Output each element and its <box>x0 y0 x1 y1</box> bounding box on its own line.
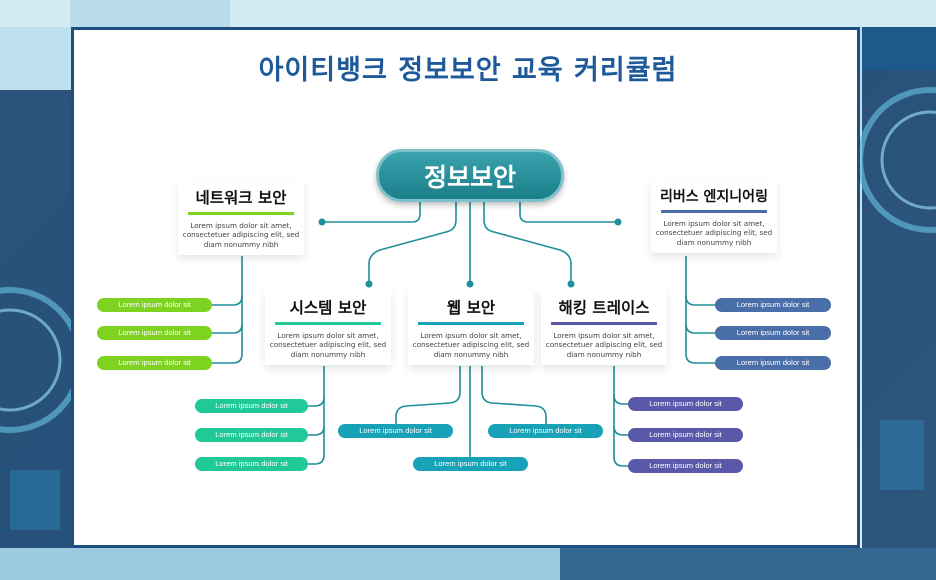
card-underline <box>275 322 381 325</box>
pill-reverse-3: Lorem ipsum dolor sit <box>715 356 831 370</box>
card-underline <box>551 322 657 325</box>
pill-reverse-2: Lorem ipsum dolor sit <box>715 326 831 340</box>
card-description: Lorem ipsum dolor sit amet, consectetuer… <box>545 331 663 359</box>
card-hacking-trace: 해킹 트레이스 Lorem ipsum dolor sit amet, cons… <box>541 290 667 365</box>
card-system-security: 시스템 보안 Lorem ipsum dolor sit amet, conse… <box>265 290 391 365</box>
card-web-security: 웹 보안 Lorem ipsum dolor sit amet, consect… <box>408 290 534 365</box>
card-description: Lorem ipsum dolor sit amet, consectetuer… <box>412 331 530 359</box>
pill-network-1: Lorem ipsum dolor sit <box>97 298 212 312</box>
card-title: 해킹 트레이스 <box>558 299 650 317</box>
pill-network-3: Lorem ipsum dolor sit <box>97 356 212 370</box>
page-title: 아이티뱅크 정보보안 교육 커리큘럼 <box>258 55 678 86</box>
center-node: 정보보안 <box>376 149 564 202</box>
pill-hacking-1: Lorem ipsum dolor sit <box>628 397 743 411</box>
pill-web-3: Lorem ipsum dolor sit <box>413 457 528 471</box>
card-network-security: 네트워크 보안 Lorem ipsum dolor sit amet, cons… <box>178 180 304 255</box>
pill-hacking-3: Lorem ipsum dolor sit <box>628 459 743 473</box>
pill-reverse-1: Lorem ipsum dolor sit <box>715 298 831 312</box>
card-underline <box>188 212 294 215</box>
card-title: 네트워크 보안 <box>195 189 287 207</box>
pill-web-2: Lorem ipsum dolor sit <box>488 424 603 438</box>
card-underline <box>661 210 767 213</box>
card-title: 시스템 보안 <box>289 299 367 317</box>
card-reverse-engineering: 리버스 엔지니어링 Lorem ipsum dolor sit amet, co… <box>651 180 777 253</box>
pill-hacking-2: Lorem ipsum dolor sit <box>628 428 743 442</box>
pill-system-2: Lorem ipsum dolor sit <box>195 428 308 442</box>
pill-network-2: Lorem ipsum dolor sit <box>97 326 212 340</box>
card-title: 리버스 엔지니어링 <box>660 189 768 205</box>
card-description: Lorem ipsum dolor sit amet, consectetuer… <box>269 331 387 359</box>
card-description: Lorem ipsum dolor sit amet, consectetuer… <box>182 221 300 249</box>
pill-system-3: Lorem ipsum dolor sit <box>195 457 308 471</box>
pill-web-1: Lorem ipsum dolor sit <box>338 424 453 438</box>
card-title: 웹 보안 <box>446 299 496 317</box>
pill-system-1: Lorem ipsum dolor sit <box>195 399 308 413</box>
card-description: Lorem ipsum dolor sit amet, consectetuer… <box>655 219 773 247</box>
card-underline <box>418 322 524 325</box>
